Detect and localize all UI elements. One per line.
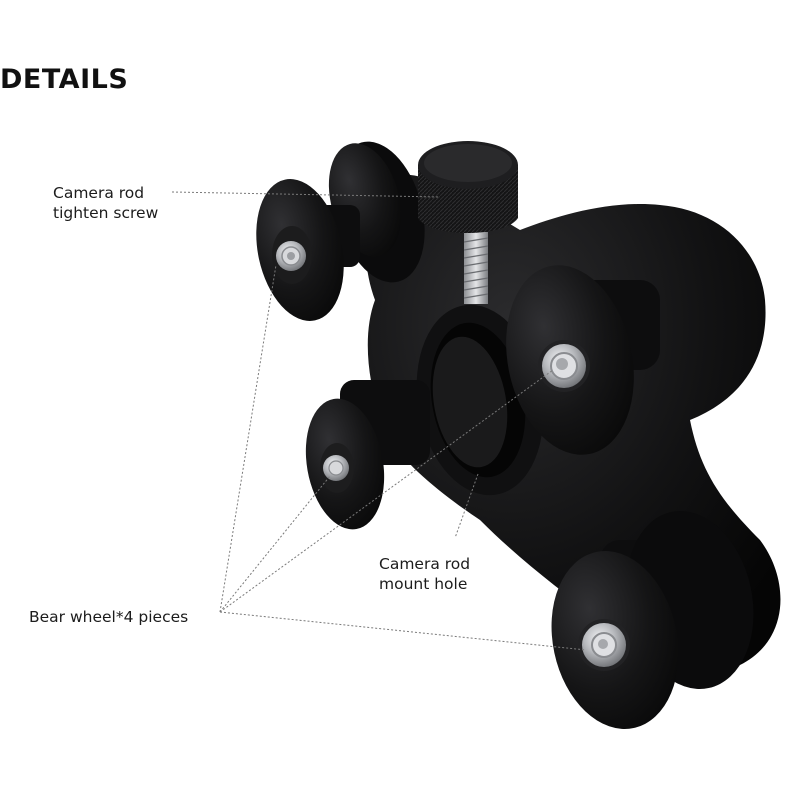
label-tighten-screw: Camera rod tighten screw: [53, 183, 158, 223]
label-line: Camera rod: [379, 555, 471, 573]
label-line: Camera rod: [53, 184, 145, 202]
wheel-middle-left: [305, 380, 430, 530]
page-title: DETAILS: [0, 64, 129, 95]
mount-hole: [416, 304, 544, 496]
label-line: Bear wheel*4 pieces: [29, 608, 189, 626]
wheel-lower-right: [551, 511, 754, 729]
tighten-screw: [418, 141, 518, 304]
label-line: tighten screw: [53, 204, 159, 222]
label-bear-wheel: Bear wheel*4 pieces: [29, 607, 188, 627]
label-line: mount hole: [379, 575, 468, 593]
wheel-upper-left: [256, 179, 360, 321]
wheel-right: [506, 265, 660, 455]
label-mount-hole: Camera rod mount hole: [379, 554, 470, 594]
leader-lines: [171, 191, 587, 651]
